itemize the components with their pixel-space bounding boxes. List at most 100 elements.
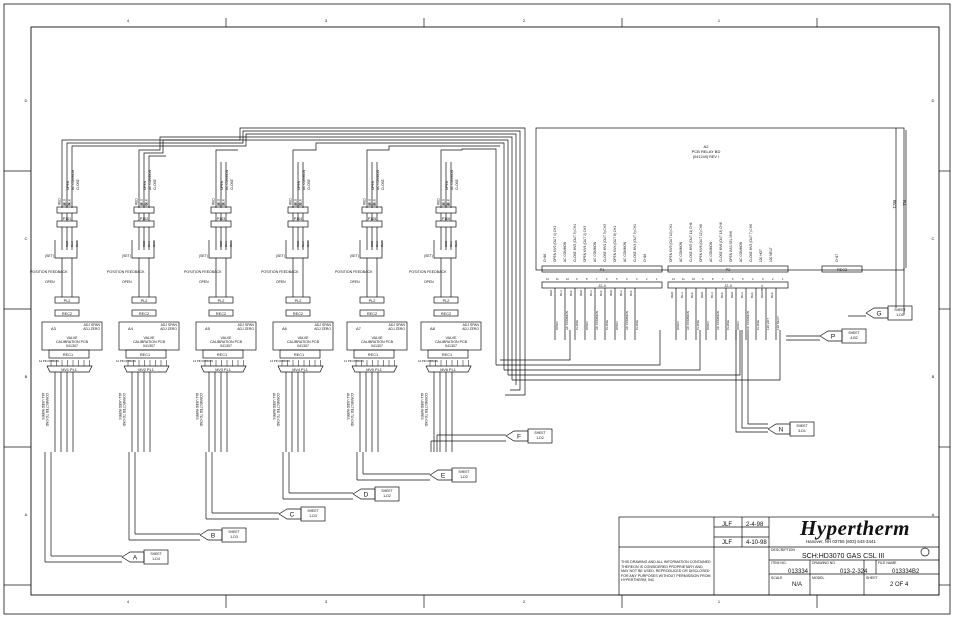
description-label: DESCRIPTION [771,548,795,552]
relay-lower-signal: OPEN [555,321,559,330]
valve-harness-label: MV4 PL1 [292,368,308,372]
offsheet-sheet-ref: 1-D1 [896,313,904,317]
offsheet-sheet-box [789,421,815,437]
relay-pin-number: 10 [692,277,695,281]
relay-lower-wire-color: BLU [619,290,623,296]
valve-rec1 [125,349,167,359]
valve-board-ref: A7 [356,326,362,331]
offsheet-letter: P [831,334,835,341]
relay-lower-wire-color: RED [549,289,553,296]
adj-zero-label: ADJ ZERO [160,327,177,331]
relay-pl1-label: PL1 [902,200,906,206]
relay-lower-wire-color: BLK [690,292,694,298]
board-part: 041307 [66,344,78,348]
valve-open-label: OPEN [276,280,286,284]
valve-wire-color: RED [135,198,139,205]
valve-connector-label: J102 [140,203,148,207]
valve-wire-color: BLU [294,198,298,205]
bus-line [143,139,509,375]
bus-line [496,330,661,366]
valve-wire-color: RED [65,240,69,247]
relay-j23-label: J2-3 [724,284,731,288]
zone-top-label: 2 [523,18,526,23]
relay-pin-number: 12 [546,277,549,281]
relay-lower-wire-color: BLK [629,290,633,296]
relay-pin-label: 120 NEUT [769,247,773,262]
valve-rec1-label: REC1 [63,353,73,357]
offsheet-sheet-ref: 1-D2 [536,436,544,440]
valve-wire-color: BLK [373,198,377,205]
valve-wire-color: RED [370,240,374,247]
bus-line [148,155,166,162]
offsheet-sheet-label: SHEET [458,470,469,474]
position-feedback-label: POSITION FEEDBACK [107,270,145,274]
offsheet-sheet-box [841,328,867,344]
valve-wire-color: RED [437,198,441,205]
valve-signal-label: AC COMMON [376,169,380,190]
valve-rec1 [279,349,321,359]
relay-lower-wire-color: BLK [569,290,573,296]
valve-rec2 [208,309,234,317]
relay-pin-number: 6 [606,277,608,281]
offsheet-sheet-ref: 1-D3 [230,535,238,539]
relay-lower-signal: AC COMMON [686,311,690,330]
valve-wire-color: BLU [224,241,228,247]
relay-pin-label: CH16 [543,254,547,262]
valve-board-ref: A5 [205,326,211,331]
board-part: 041307 [445,344,457,348]
offsheet-letter: G [876,311,881,318]
valve-signal-label: OPEN [445,180,449,190]
pin-ribbon-label: 14 PIN RIBBON [116,359,136,363]
valve-open-label: OPEN [122,280,132,284]
relay-lower-wire-color: BLU [559,290,563,296]
valve-connector-label: J106 [442,203,450,207]
drawing-value: 013-2-324 [840,569,868,575]
valve-harness-label: MV6 PL1 [440,368,456,372]
valve-board-ref: A4 [128,326,134,331]
offsheet-sheet-label: SHEET [228,530,239,534]
bus-line [500,330,571,361]
adj-span-label: ADJ SPAN [389,323,406,327]
adj-zero-label: ADJ ZERO [237,327,254,331]
board-line-1: VALVE [220,336,232,340]
relay-pin-number: 8 [586,277,588,281]
relay-rec1-label: REC1 [892,200,896,209]
zone-top-label: 1 [718,18,721,23]
valve-open-label: OPEN [45,280,55,284]
board-line-2: CALIBRATION PCB [210,340,243,344]
wire [735,330,768,433]
relay-pin-number: 3 [762,277,764,281]
offsheet-sheet-box [221,527,247,543]
board-line-2: CALIBRATION PCB [435,340,468,344]
offsheet-sheet-box [374,486,400,502]
offsheet-sheet-box [300,506,326,522]
valve-set-label: (SET) [424,254,433,258]
wire [747,330,768,425]
valve-rec1-label: REC1 [442,353,452,357]
valve-pl2 [285,296,311,304]
valve-bracket [285,240,309,259]
valve-wire-color: BLK [299,198,303,205]
valve-open-label: OPEN [350,280,360,284]
valve-rec2 [131,309,157,317]
relay-lower-signal: 120 HOT [766,318,770,330]
valve-open-label: OPEN [199,280,209,284]
valve-rec2 [433,309,459,317]
valve-wire-color: BLU [442,198,446,205]
valve-rec1-label: REC1 [294,353,304,357]
sheet-label: SHEET [866,576,878,580]
valve-signal-label: AC COMMON [450,169,454,190]
valve-wire-color: RED [58,198,62,205]
offsheet-sheet-label: SHEET [150,552,161,556]
board-line-1: VALVE [371,336,383,340]
all-used-wires-label: CONNECTED TO GND [276,393,280,427]
offsheet-sheet-box [527,428,553,444]
adj-span-label: ADJ SPAN [161,323,178,327]
valve-rec1 [48,349,90,359]
relay-connector-j2-3 [667,281,789,289]
file-value: 013334B2 [892,569,920,575]
relay-lower-signal: OPEN [676,321,680,330]
relay-connector-p1 [541,265,663,273]
valve-harness [46,365,93,373]
all-used-wires-label: CONNECTED TO GND [350,393,354,427]
